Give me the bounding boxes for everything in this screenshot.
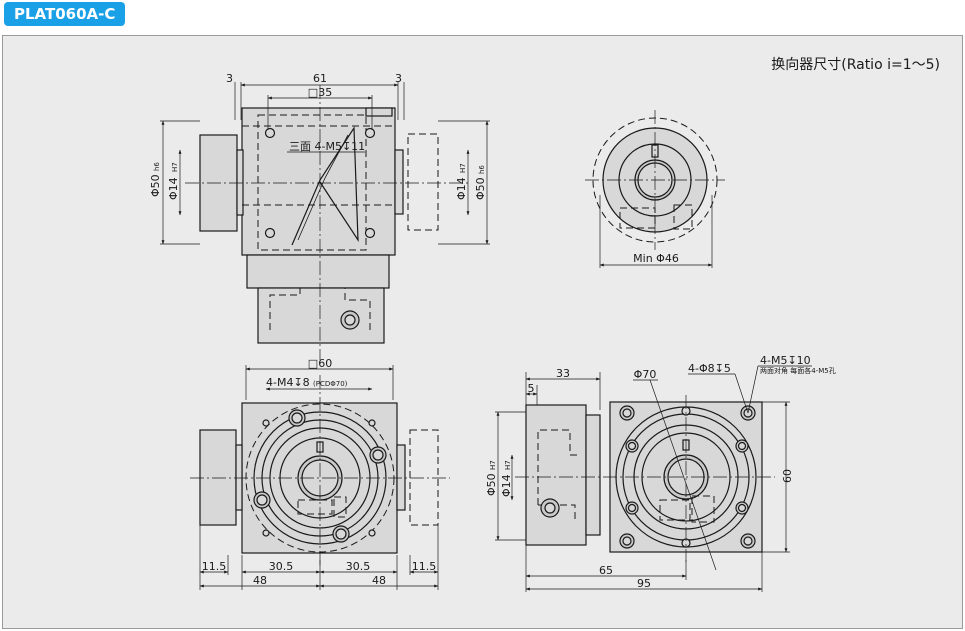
dim-holes-m5: 4-M5↧10 [760,354,811,367]
dim-dia-70: Φ70 [634,368,657,381]
dim-width-61: 61 [313,72,327,85]
dim-h6-right: h6 [478,165,486,174]
dim-dia-50-right: Φ50 [474,177,487,200]
dim-5: 5 [528,382,535,395]
dim-11-5-right: 11.5 [412,560,437,573]
dim-h6-left: h6 [153,162,161,171]
dim-pcd: (PCDΦ70) [313,380,348,388]
dim-65: 65 [599,564,613,577]
dim-left-3: 3 [226,72,233,85]
dim-min-46: Min Φ46 [633,252,679,265]
dim-flange-dia-14: Φ14 [500,474,513,497]
tap-hole-icon [364,127,376,139]
front-view: □60 4-M4↧8 (PCDΦ70) 11.5 30.5 30.5 11.5 … [190,357,450,590]
ratio-note: 换向器尺寸(Ratio i=1～5) [771,56,940,73]
dim-11-5-left: 11.5 [202,560,227,573]
dim-95: 95 [637,577,651,590]
dim-dia-14-left: Φ14 [167,177,180,200]
dim-square-60: □60 [308,357,332,370]
dim-48-left: 48 [253,574,267,587]
tap-hole-icon [264,127,276,139]
dim-holes-m5-note: 两面对角 每面各4-M5孔 [760,366,836,375]
dim-flange-dia-50: Φ50 [485,473,498,496]
dim-30-5-left: 30.5 [269,560,294,573]
dim-height-60: 60 [781,469,794,483]
tap-hole-icon [264,227,276,239]
dim-dia-50-left: Φ50 [149,174,162,197]
dim-flange-h7-14: H7 [504,460,512,470]
model-title: PLAT060A-C [4,2,126,26]
dim-30-5-right: 30.5 [346,560,371,573]
dim-h7-right: H7 [459,163,467,173]
dim-h7-left: H7 [171,162,179,172]
dim-33: 33 [556,367,570,380]
dim-square-35: □35 [308,86,332,99]
dim-flange-h7-50: H7 [489,460,497,470]
tap-hole-icon [364,227,376,239]
dim-dia-14-right: Φ14 [455,177,468,200]
dim-right-3: 3 [395,72,402,85]
dim-tap-holes: 三面 4-M5↧11 [289,140,365,153]
dim-holes-8: 4-Φ8↧5 [688,362,731,375]
side-view: Min Φ46 [585,110,725,268]
flange-view: 33 5 Φ70 4-Φ8↧5 4-M5↧10 两面对角 每面各4-M5孔 Φ5… [485,354,836,592]
top-view: 3 61 3 □35 三面 4-M5↧11 Φ50 h6 Φ14 H7 Φ50 … [149,72,490,360]
dim-bolt-holes: 4-M4↧8 [266,376,310,389]
dim-48-right: 48 [372,574,386,587]
